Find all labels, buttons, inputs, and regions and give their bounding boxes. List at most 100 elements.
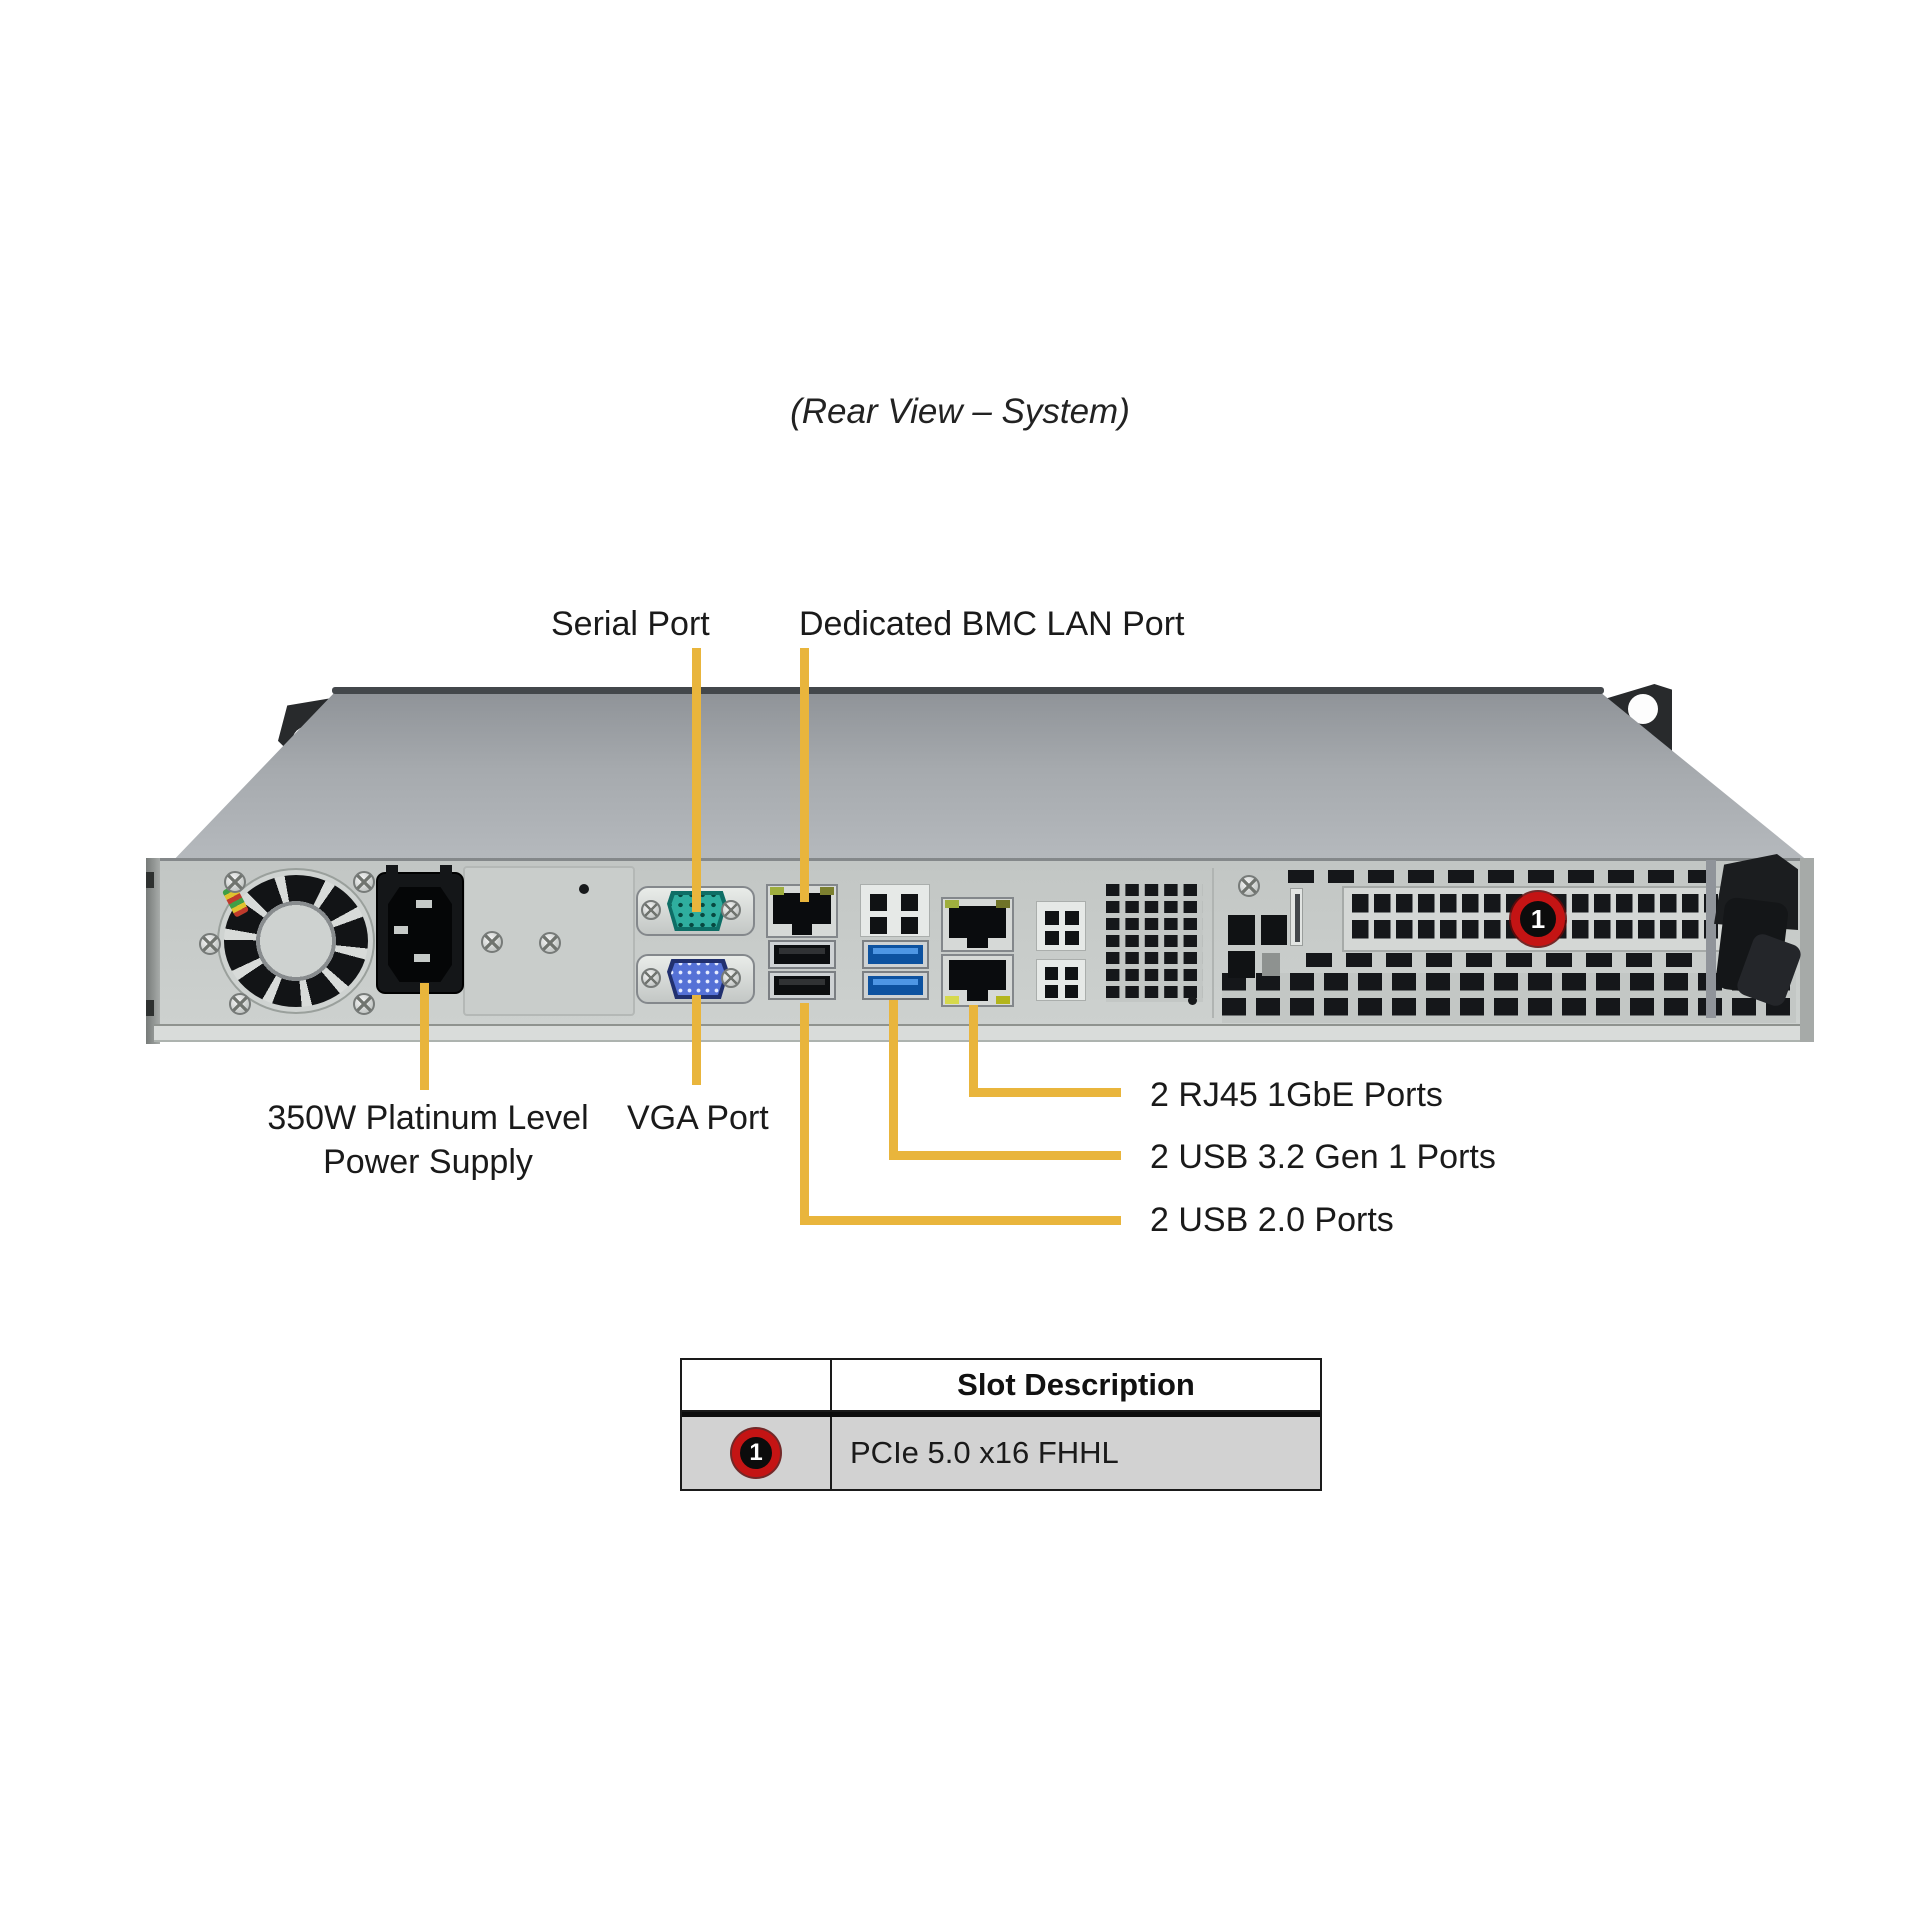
ac-inlet-clip [440,865,452,874]
gbe-lan1-led [945,900,959,908]
vent-dashes [1306,953,1716,967]
screw [353,871,375,893]
screw [229,993,251,1015]
slot-1-badge: 1 [732,1429,780,1477]
chassis-notch [146,872,154,888]
connector-hole [1045,967,1058,980]
callout-line-rj45-v [969,1005,978,1097]
chassis-top-edge [332,687,1604,694]
gbe-lan2-led [996,996,1010,1004]
usb32-port-1 [862,940,929,969]
usb20-jack [773,945,831,964]
callout-line-bmc [800,648,809,902]
usb32-port-2 [862,971,929,1000]
connector-block [860,884,930,937]
panel-hole [579,884,589,894]
chassis-notch [146,1000,154,1016]
table-header-divider [682,1412,1320,1417]
callout-line-rj45-h [969,1088,1121,1097]
connector-hole [1065,985,1078,998]
table-row: 1 PCIe 5.0 x16 FHHL [682,1417,1320,1489]
vga-port-connector [667,959,729,999]
usb20-port-1 [768,940,836,969]
label-usb20-ports: 2 USB 2.0 Ports [1150,1201,1394,1239]
callout-line-vga [692,995,701,1085]
connector-hole [901,917,918,934]
gbe-lan-jack [948,959,1007,1002]
screw [199,933,221,955]
screw [539,932,561,954]
gbe-lan-port-1 [941,897,1014,952]
connector-hole [1045,911,1059,925]
table-description-cell: PCIe 5.0 x16 FHHL [850,1435,1119,1470]
vent-grid [1106,884,1203,1002]
usb20-jack [773,976,831,995]
chassis-right-edge [1800,858,1814,1042]
connector-block [1036,959,1086,1001]
screw [641,968,661,988]
io-cutout [1262,953,1280,976]
connector-hole [1065,931,1079,945]
label-vga-port: VGA Port [627,1099,769,1137]
ac-pin [394,926,408,934]
callout-line-usb20-h [800,1216,1121,1225]
label-bmc-lan-port: Dedicated BMC LAN Port [799,605,1185,643]
screw [224,871,246,893]
slot-bracket-groove [1295,894,1300,942]
pcie-slot-marker: 1 [1511,892,1565,946]
label-serial-port: Serial Port [551,605,710,643]
label-power-supply-line2: Power Supply [323,1143,533,1181]
callout-line-power [420,983,429,1090]
screw [353,993,375,1015]
panel-hole [1188,996,1197,1005]
label-rj45-ports: 2 RJ45 1GbE Ports [1150,1076,1443,1114]
gbe-lan-jack [948,906,1007,948]
table-header-slot-cell [682,1360,832,1410]
connector-hole [1045,985,1058,998]
io-cutout [1228,951,1255,978]
usb32-jack [867,976,924,995]
io-cutout [1228,915,1255,945]
bmc-lan-led-left [770,887,784,895]
lower-vent-band [1222,973,1796,1023]
vent-dashes [1288,870,1720,883]
gbe-lan1-led [996,900,1010,908]
table-slot-cell: 1 [682,1417,832,1489]
ac-pin [416,900,432,908]
callout-line-serial [692,648,701,912]
connector-hole [870,917,887,934]
usb32-jack [867,945,924,964]
diagram-title: (Rear View – System) [790,392,1130,431]
chassis-top-face [168,692,1814,866]
ac-power-inlet [376,865,464,994]
panel-seam [1212,868,1214,1018]
callout-line-usb32-h [889,1151,1121,1160]
gbe-lan-port-2 [941,954,1014,1007]
label-power-supply-line1: 350W Platinum Level [267,1099,589,1137]
psu-fan-grille [219,870,373,1012]
latch-rail [1706,860,1716,1018]
io-cutout [1261,915,1287,945]
callout-line-usb32-v [889,1000,898,1160]
screw [721,968,741,988]
screw [481,931,503,953]
screw [721,900,741,920]
callout-line-usb20-v [800,1003,809,1225]
gbe-lan2-led [945,996,959,1004]
chassis-bottom-rail [154,1024,1814,1042]
screw [641,900,661,920]
ac-inlet-clip [386,865,398,874]
chassis-left-edge [146,858,160,1044]
screw [1238,875,1260,897]
usb20-port-2 [768,971,836,1000]
connector-block [1036,901,1086,951]
label-usb32-ports: 2 USB 3.2 Gen 1 Ports [1150,1138,1496,1176]
ac-pin [414,954,430,962]
connector-hole [870,894,887,911]
table-header-description-cell: Slot Description [957,1367,1195,1402]
connector-hole [901,894,918,911]
connector-hole [1045,931,1059,945]
table-header-row: Slot Description [682,1360,1320,1412]
bmc-lan-led-right [820,887,834,895]
